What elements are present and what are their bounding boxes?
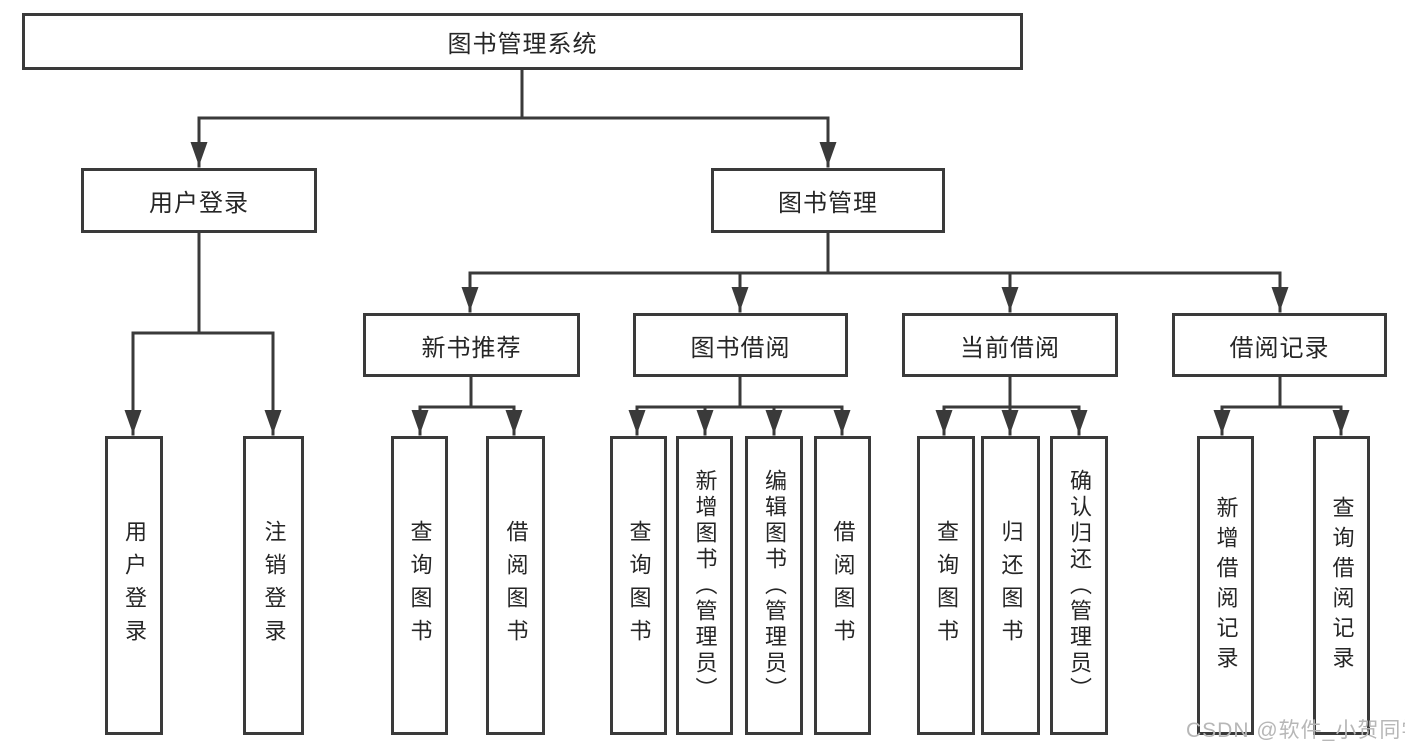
node-label: 借阅图书 [503,519,529,652]
leaf-cb-confirm-return-admin: 确认归还（管理员） [1050,436,1108,735]
leaf-bb-query-books: 查询图书 [610,436,667,735]
csdn-watermark: CSDN @软件_小贺同学 [1186,719,1405,742]
node-current-borrowing: 当前借阅 [902,313,1118,377]
node-book-management: 图书管理 [711,168,945,233]
node-label: 查询图书 [407,519,433,652]
node-label: 当前借阅 [960,334,1060,362]
node-label: 查询图书 [934,519,959,652]
leaf-bb-add-books-admin: 新增图书（管理员） [676,436,733,735]
node-label: 编辑图书（管理员） [762,468,787,703]
leaf-cb-return-books: 归还图书 [981,436,1040,735]
leaf-bb-edit-books-admin: 编辑图书（管理员） [745,436,803,735]
node-label: 用户登录 [149,190,249,217]
node-borrowing-records: 借阅记录 [1172,313,1387,377]
node-label: 查询图书 [626,519,652,652]
node-label: 注销登录 [261,519,287,652]
node-label: 确认归还（管理员） [1067,468,1092,703]
node-label: 用户登录 [122,519,147,652]
node-label: 图书借阅 [690,334,791,362]
node-label: 图书管理 [778,190,878,217]
node-user-login: 用户登录 [81,168,317,233]
node-label: 新书推荐 [421,334,522,362]
node-label: 查询借阅记录 [1329,495,1355,676]
leaf-cb-query-books: 查询图书 [917,436,975,735]
node-label: 新增图书（管理员） [692,468,718,703]
node-library-management-system: 图书管理系统 [22,13,1023,70]
node-label: 归还图书 [998,519,1024,652]
leaf-ns-query-books: 查询图书 [391,436,448,735]
leaf-user-login: 用户登录 [105,436,163,735]
node-label: 新增借阅记录 [1213,495,1239,676]
node-book-borrowing: 图书借阅 [633,313,848,377]
node-new-book-recommendation: 新书推荐 [363,313,580,377]
leaf-logout: 注销登录 [243,436,304,735]
leaf-br-query-borrow-record: 查询借阅记录 [1313,436,1370,735]
node-label: 借阅记录 [1229,334,1330,362]
leaf-bb-borrow-books: 借阅图书 [814,436,871,735]
leaf-br-add-borrow-record: 新增借阅记录 [1197,436,1254,735]
node-label: 借阅图书 [830,519,856,652]
leaf-ns-borrow-books: 借阅图书 [486,436,545,735]
node-label: 图书管理系统 [447,31,598,58]
